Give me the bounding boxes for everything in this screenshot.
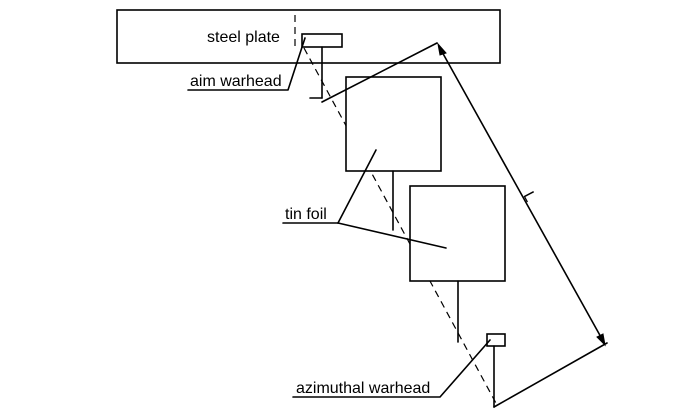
dimension-label: L (519, 189, 538, 205)
aim-warhead-leader (187, 37, 306, 91)
tin-foil-2 (409, 185, 506, 282)
tin-foil-label: tin foil (285, 206, 327, 223)
tin-foil-leader-1 (337, 149, 377, 224)
aim-warhead-label: aim warhead (190, 73, 282, 90)
dimension-arrow-bottom (596, 333, 606, 347)
azimuthal-warhead (486, 333, 506, 347)
dimension-extension-top (321, 42, 438, 103)
steel-plate-label: steel plate (207, 29, 280, 46)
dimension-extension-bottom (493, 342, 608, 408)
dimension-line (440, 49, 603, 340)
azimuthal-warhead-label: azimuthal warhead (296, 380, 430, 397)
trajectory-line (303, 47, 498, 406)
dimension-arrow-top (437, 42, 447, 56)
tin-foil-leader-2 (337, 222, 447, 249)
tin-foil-1 (345, 76, 442, 172)
aim-warhead (301, 33, 343, 48)
azimuthal-warhead-leader (292, 339, 491, 398)
